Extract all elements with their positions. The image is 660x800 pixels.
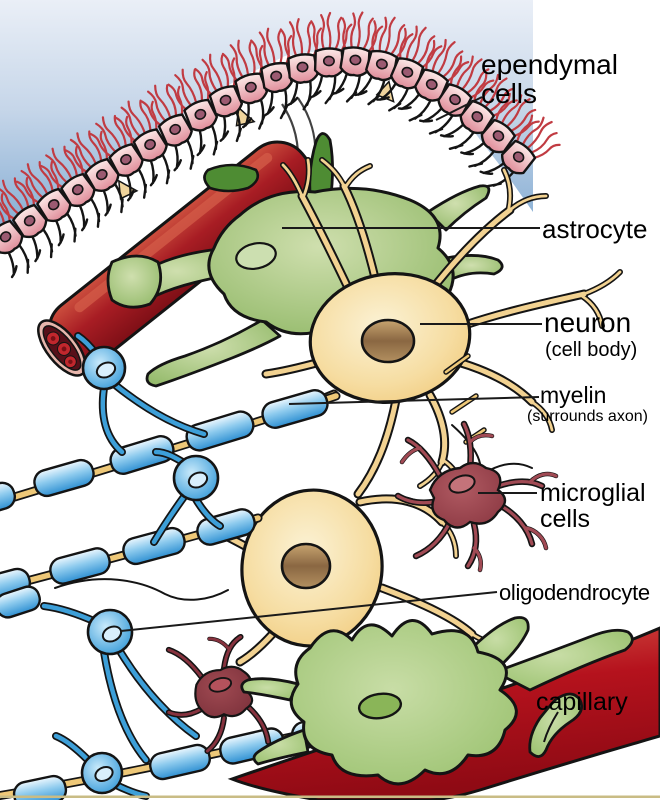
label-myelin-sub: (surrounds axon) bbox=[527, 408, 648, 425]
leader-ependymal bbox=[435, 96, 483, 121]
label-astrocyte: astrocyte bbox=[542, 214, 648, 244]
red-blood-cells bbox=[46, 331, 77, 369]
microglial-cell-1 bbox=[394, 420, 559, 573]
label-capillary: capillary bbox=[536, 688, 628, 716]
leader-myelin bbox=[288, 396, 540, 405]
oligodendrocyte-cell-bodies bbox=[80, 345, 220, 795]
label-microglial-line1: microglial bbox=[540, 479, 646, 507]
bottom-border-line bbox=[0, 795, 660, 798]
astrocyte-endfoot-dark bbox=[203, 163, 260, 193]
ependymal-cell-row bbox=[0, 9, 569, 283]
microglial-cell-2 bbox=[165, 633, 288, 755]
leader-oligodendrocyte bbox=[120, 591, 498, 632]
astrocyte-endfoot-on-capillary bbox=[528, 692, 584, 758]
neuron-1 bbox=[261, 157, 623, 499]
microglia-2-nucleus bbox=[208, 677, 233, 693]
astrocyte-nucleus bbox=[235, 241, 277, 271]
oligodendrocyte-network bbox=[0, 332, 487, 800]
label-ependymal-line2: cells bbox=[481, 78, 538, 110]
label-ependymal: ependymal cells bbox=[481, 50, 618, 108]
neuron-2-nucleus bbox=[280, 542, 332, 590]
label-ependymal-line1: ependymal bbox=[481, 49, 618, 80]
label-microglial: microglial cells bbox=[540, 480, 646, 532]
label-neuron-sub: (cell body) bbox=[545, 339, 638, 361]
microglia-1-nucleus bbox=[448, 474, 476, 494]
neuron-1-nucleus bbox=[360, 318, 416, 364]
leader-lines bbox=[120, 96, 542, 632]
label-neuron: neuron bbox=[544, 307, 632, 338]
astrocyte-bottom bbox=[240, 616, 634, 786]
astrocyte-bottom-nucleus bbox=[357, 692, 403, 720]
label-oligodendrocyte: oligodendrocyte bbox=[499, 580, 650, 605]
label-microglial-line2: cells bbox=[540, 505, 591, 533]
label-myelin: myelin bbox=[540, 382, 607, 408]
